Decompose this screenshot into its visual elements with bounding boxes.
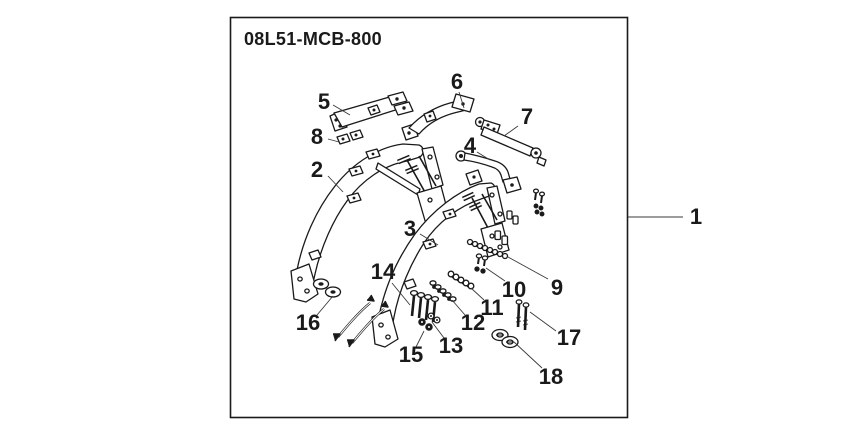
part-8-clip-plates	[336, 129, 364, 145]
part-16-washers	[312, 278, 342, 298]
leader-line-4	[476, 151, 491, 161]
part-15-nuts	[418, 318, 433, 331]
part-3-stay-frame-right	[371, 169, 510, 348]
part-17-long-bolts	[515, 299, 530, 331]
part-2-stay-frame-left	[290, 143, 450, 303]
leader-line-6	[458, 91, 465, 109]
cable-straps	[333, 294, 389, 348]
leader-line-3	[419, 233, 439, 246]
leader-line-7	[503, 125, 519, 137]
part-10-screws-nuts	[474, 253, 489, 274]
leader-line-17	[529, 311, 557, 332]
leader-line-9	[507, 256, 549, 280]
part-label-4: 4	[464, 133, 477, 158]
part-label-13: 13	[439, 333, 463, 358]
part-label-11: 11	[480, 295, 503, 320]
leader-line-14	[391, 282, 411, 306]
part-label-7: 7	[521, 104, 533, 129]
part-5-upper-bracket-pipe	[329, 91, 414, 132]
part-13-washers	[427, 312, 441, 324]
part-label-17: 17	[557, 325, 581, 350]
part-label-12: 12	[461, 310, 485, 335]
leader-line-18	[513, 341, 543, 369]
part-label-8: 8	[311, 124, 323, 149]
part-7-cross-pipe	[474, 116, 547, 167]
part-label-5: 5	[318, 89, 330, 114]
part-12-washer-nut-sets	[429, 280, 457, 302]
part-label-3: 3	[404, 216, 416, 241]
part-18-washers	[491, 328, 519, 349]
leader-line-5	[332, 104, 351, 116]
part-label-14: 14	[371, 259, 396, 284]
part-label-9: 9	[551, 275, 563, 300]
part-label-10: 10	[502, 277, 526, 302]
leader-line-15	[415, 330, 425, 348]
hardware-cluster-top	[494, 188, 546, 246]
leader-line-8	[327, 138, 340, 143]
part-label-15: 15	[399, 342, 423, 367]
part-label-16: 16	[296, 310, 320, 335]
part-code-title: 08L51-MCB-800	[244, 29, 382, 49]
part-11-screw-row	[447, 270, 475, 290]
part-9-fastener-row	[466, 238, 509, 260]
leader-line-2	[327, 175, 344, 193]
part-label-6: 6	[451, 69, 463, 94]
part-label-2: 2	[311, 157, 323, 182]
part-4-bent-joint-pipe	[455, 150, 522, 194]
part-label-1: 1	[690, 204, 702, 229]
leader-line-11	[470, 287, 485, 301]
leader-line-13	[431, 321, 445, 339]
leader-line-12	[451, 299, 466, 316]
leader-line-16	[316, 295, 334, 316]
leader-line-10	[485, 267, 506, 282]
part-label-18: 18	[539, 364, 563, 389]
part-6-curved-joint-pipe	[401, 93, 475, 141]
